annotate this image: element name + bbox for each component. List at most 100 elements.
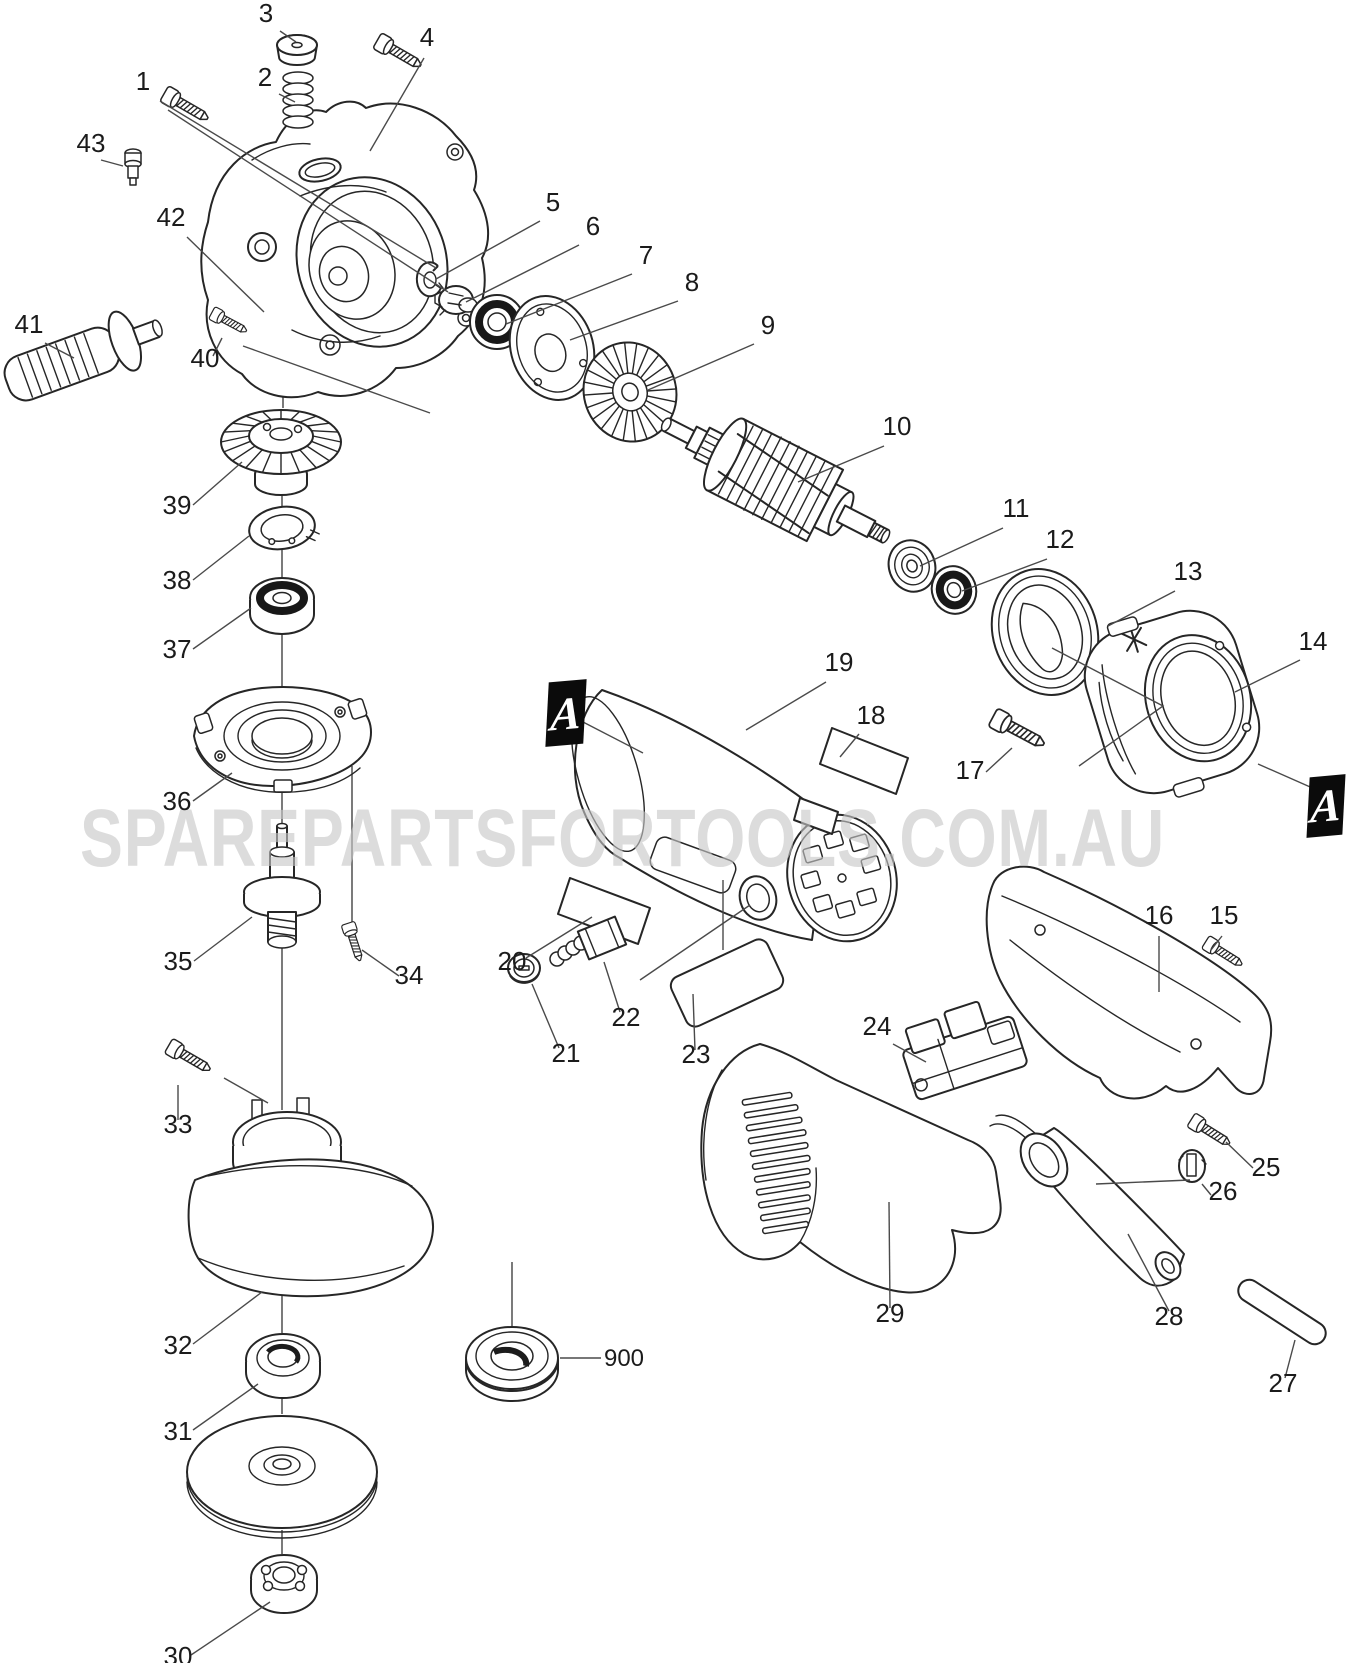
part-label-31: 31	[164, 1416, 193, 1446]
lock-pin	[124, 148, 142, 186]
leader-line-30	[190, 1601, 271, 1656]
part-label-39: 39	[163, 490, 192, 520]
bevel-gear	[220, 409, 342, 496]
rear-handle	[700, 1043, 1002, 1294]
part-label-27: 27	[1269, 1368, 1298, 1398]
section-marker-label: A	[1306, 779, 1342, 833]
screw-25	[1186, 1112, 1235, 1152]
part-label-18: 18	[857, 700, 886, 730]
part-label-28: 28	[1155, 1301, 1184, 1331]
leader-line-34	[361, 949, 400, 977]
leader-line-31	[192, 1383, 259, 1431]
part-label-7: 7	[639, 240, 653, 270]
construction-lines	[582, 647, 1318, 1185]
part-label-6: 6	[586, 211, 600, 241]
wheel-guard	[187, 1097, 434, 1298]
part-label-23: 23	[682, 1039, 711, 1069]
screw-17	[987, 707, 1050, 755]
part-label-32: 32	[164, 1330, 193, 1360]
part-label-19: 19	[825, 647, 854, 677]
power-cord	[1237, 1278, 1327, 1346]
part-label-15: 15	[1210, 900, 1239, 930]
leader-line-4	[369, 57, 425, 152]
part-label-2: 2	[258, 62, 272, 92]
leader-line-39	[192, 461, 243, 506]
lock-nut	[250, 1554, 318, 1614]
bearing-900	[465, 1326, 559, 1402]
part-label-29: 29	[876, 1298, 905, 1328]
part-label-35: 35	[164, 946, 193, 976]
section-marker-a-left: A	[545, 679, 587, 747]
leader-line-41	[44, 342, 75, 359]
leader-line-5	[435, 220, 541, 280]
side-handle	[3, 310, 163, 402]
insulation-washer	[990, 568, 1100, 696]
lock-ring	[248, 505, 320, 551]
cooling-fan	[582, 341, 678, 443]
leader-line-19	[745, 681, 827, 731]
part-label-20: 20	[498, 946, 527, 976]
label-strip-20	[557, 877, 651, 945]
watermark: SPAREPARTSFORTOOLS.COM.AU	[80, 793, 1165, 884]
id-label-plate	[669, 938, 785, 1028]
section-marker-a-right: A	[1306, 774, 1346, 838]
leader-line-22	[603, 961, 621, 1013]
gear-housing	[200, 100, 490, 399]
part-label-10: 10	[883, 411, 912, 441]
switch	[902, 1000, 1028, 1101]
part-label-12: 12	[1046, 524, 1075, 554]
cord-clamp	[1178, 1149, 1207, 1183]
part-label-30: 30	[164, 1641, 193, 1663]
part-label-43: 43	[77, 128, 106, 158]
part-label-24: 24	[863, 1011, 892, 1041]
bearing-rear	[930, 565, 978, 615]
spindle-bearing	[249, 577, 315, 635]
part-label-25: 25	[1252, 1152, 1281, 1182]
bearing-box	[193, 685, 372, 793]
baffle-plate	[508, 295, 596, 401]
leader-line-36	[192, 772, 233, 802]
leader-line-40	[242, 345, 431, 414]
part-label-1: 1	[136, 66, 150, 96]
part-label-8: 8	[685, 267, 699, 297]
part-label-13: 13	[1174, 556, 1203, 586]
leader-line-20	[525, 916, 593, 959]
carbon-brush	[549, 915, 628, 967]
leader-line-18	[839, 733, 860, 758]
leader-line-42	[186, 236, 265, 313]
leader-line-7	[505, 273, 633, 325]
spindle	[243, 822, 321, 949]
part-label-33: 33	[164, 1109, 193, 1139]
leader-line-1	[167, 109, 449, 293]
leader-line-28	[1127, 1233, 1170, 1312]
screw-4	[371, 31, 426, 75]
motor-housing	[570, 689, 898, 943]
part-label-3: 3	[259, 0, 273, 28]
part-label-9: 9	[761, 310, 775, 340]
brush-cap	[507, 953, 541, 984]
vent-slots	[741, 1091, 811, 1235]
leader-line-24	[892, 1043, 927, 1063]
part-label-5: 5	[546, 187, 560, 217]
grinding-wheel	[186, 1415, 378, 1539]
part-label-38: 38	[163, 565, 192, 595]
leader-line-33	[223, 1077, 269, 1104]
leader-line-3	[279, 30, 297, 43]
part-label-900: 900	[604, 1345, 644, 1372]
leader-line-1	[159, 100, 437, 269]
spring-washer	[887, 539, 937, 593]
leader-line-37	[192, 607, 252, 650]
part-label-11: 11	[1003, 493, 1030, 523]
part-label-37: 37	[163, 634, 192, 664]
field-stator	[1083, 609, 1261, 798]
leader-line-14	[1234, 659, 1301, 693]
leader-line-10	[797, 445, 885, 483]
cord-guard	[989, 1114, 1185, 1287]
leader-line-11	[919, 527, 1004, 567]
part-label-17: 17	[956, 755, 985, 785]
part-label-41: 41	[15, 309, 44, 339]
leader-line-23	[692, 993, 696, 1051]
part-label-22: 22	[612, 1002, 641, 1032]
inner-flange	[245, 1333, 321, 1399]
